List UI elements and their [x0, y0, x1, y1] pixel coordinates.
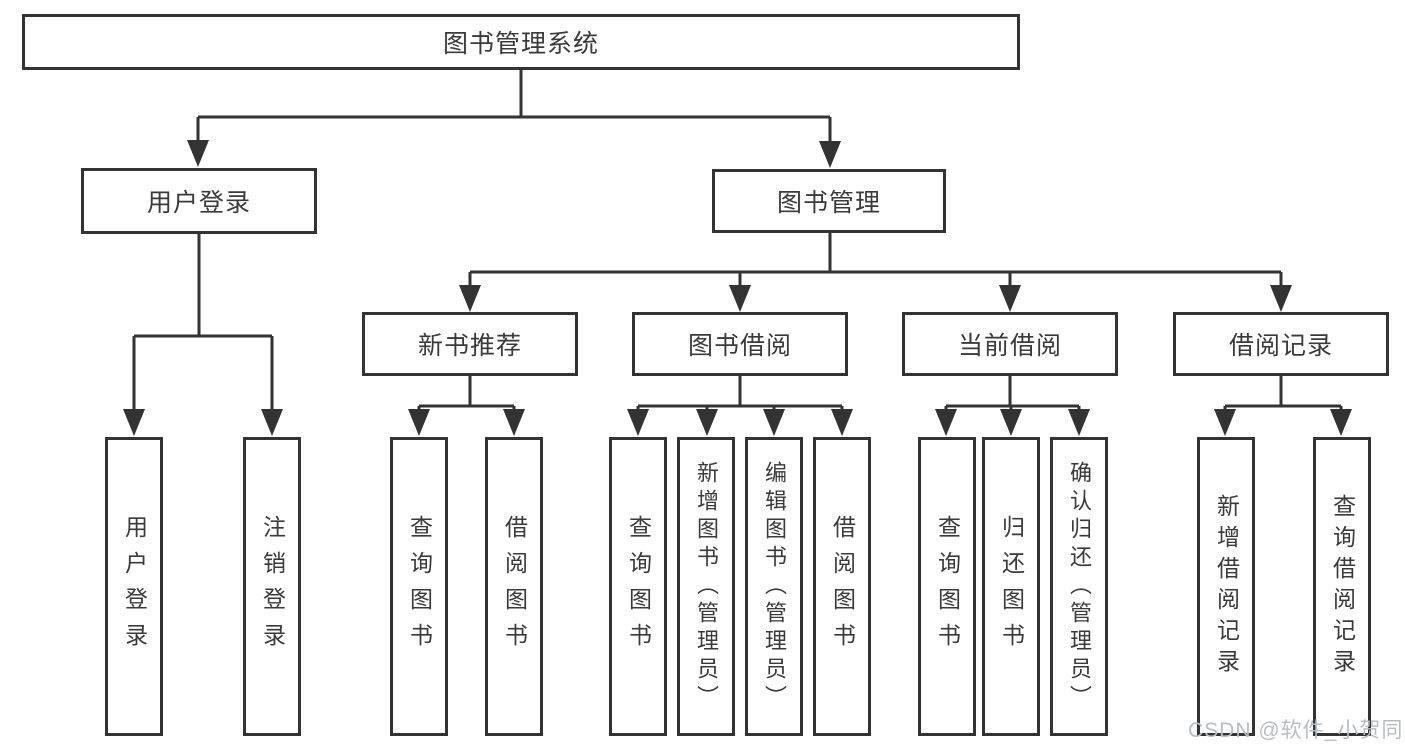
node-user-login-label: 用户登录 — [146, 189, 251, 217]
leaf-query-books-borrow-label: 查询图书 — [625, 514, 652, 659]
leaf-query-books-borrow: 查询图书 — [609, 437, 667, 736]
leaf-query-books-current-label: 查询图书 — [934, 514, 961, 659]
node-book-management: 图书管理 — [712, 169, 946, 233]
leaf-add-borrow-record-label: 新增借阅记录 — [1213, 493, 1240, 680]
node-root-label: 图书管理系统 — [442, 30, 599, 58]
leaf-edit-books-admin: 编辑图书（管理员） — [745, 437, 803, 736]
node-new-book-recommend-label: 新书推荐 — [417, 332, 522, 360]
node-current-borrowing: 当前借阅 — [902, 312, 1118, 376]
leaf-query-books-recommend-label: 查询图书 — [406, 514, 433, 659]
leaf-borrow-books: 借阅图书 — [813, 437, 871, 736]
leaf-borrow-books-recommend: 借阅图书 — [485, 437, 543, 736]
node-root-system: 图书管理系统 — [22, 14, 1020, 70]
leaf-add-books-admin: 新增图书（管理员） — [677, 437, 735, 736]
leaf-return-books-label: 归还图书 — [998, 514, 1025, 659]
leaf-query-borrow-record-label: 查询借阅记录 — [1329, 493, 1356, 680]
node-user-login: 用户登录 — [81, 168, 317, 234]
node-book-borrowing: 图书借阅 — [632, 312, 848, 376]
node-new-book-recommend: 新书推荐 — [362, 312, 578, 376]
node-borrowing-records: 借阅记录 — [1173, 312, 1389, 376]
leaf-edit-books-admin-label: 编辑图书（管理员） — [762, 460, 787, 713]
leaf-add-books-admin-label: 新增图书（管理员） — [694, 460, 719, 713]
leaf-logout-label: 注销登录 — [259, 514, 286, 659]
csdn-watermark: CSDN @软件_小贺同学 — [1188, 719, 1405, 742]
node-book-borrowing-label: 图书借阅 — [687, 332, 792, 360]
leaf-borrow-books-label: 借阅图书 — [829, 514, 856, 659]
leaf-user-login-label: 用户登录 — [121, 514, 148, 659]
leaf-borrow-books-recommend-label: 借阅图书 — [501, 514, 528, 659]
leaf-logout: 注销登录 — [243, 437, 301, 736]
node-borrowing-records-label: 借阅记录 — [1228, 332, 1333, 360]
leaf-query-books-current: 查询图书 — [918, 437, 976, 736]
leaf-add-borrow-record: 新增借阅记录 — [1197, 437, 1255, 736]
node-current-borrowing-label: 当前借阅 — [957, 332, 1062, 360]
leaf-query-books-recommend: 查询图书 — [390, 437, 448, 736]
leaf-confirm-return-admin: 确认归还（管理员） — [1050, 437, 1108, 736]
leaf-confirm-return-admin-label: 确认归还（管理员） — [1067, 460, 1092, 713]
leaf-return-books: 归还图书 — [982, 437, 1040, 736]
node-book-management-label: 图书管理 — [776, 189, 881, 217]
leaf-user-login: 用户登录 — [105, 437, 163, 736]
leaf-query-borrow-record: 查询借阅记录 — [1313, 437, 1371, 736]
